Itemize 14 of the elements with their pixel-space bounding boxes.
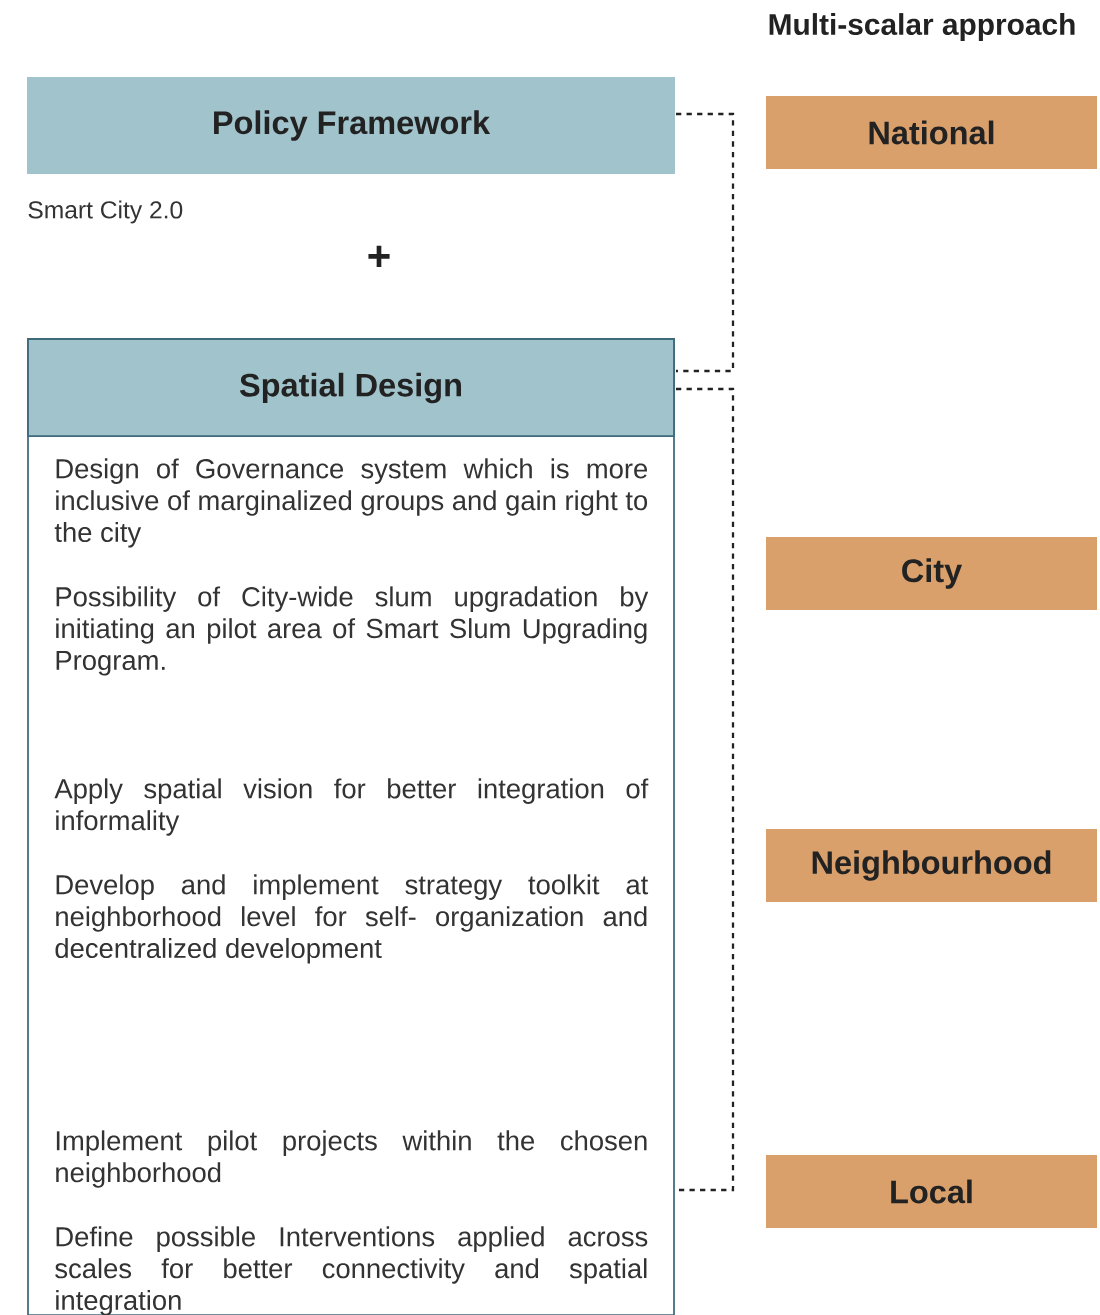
title: Multi-scalar approach <box>769 13 1075 41</box>
header-box: Policy Framework <box>27 77 675 174</box>
plus-sign: + <box>368 245 390 268</box>
paragraph: Apply spatial vision for better integration of informality <box>54 778 649 836</box>
paragraph: Implement pilot projects within the chosen neighborhood <box>56 1130 647 1188</box>
scale-box: Neighbourhood <box>766 829 1097 902</box>
node-label: Smart City 2.0 <box>28 200 183 224</box>
paragraph: Develop and implement strategy toolkit at neighborhood level for self- organization and decentralized development <box>55 874 649 964</box>
paragraph: Possibility of City-wide slum upgradation by initiating an pilot area of Smart Slum Upgrading Program. <box>56 586 649 676</box>
paragraph: Define possible Interventions applied across scales for better connectivity and spatial integration <box>55 1226 648 1315</box>
scale-box: National <box>766 96 1097 169</box>
scale-box: City <box>766 537 1097 610</box>
scale-box: Local <box>766 1155 1097 1228</box>
paragraph: Design of Governance system which is more inclusive of marginalized groups and gain right to the city <box>54 458 648 548</box>
